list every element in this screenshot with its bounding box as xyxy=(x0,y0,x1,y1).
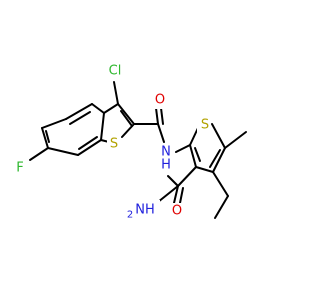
bond-layer xyxy=(29,81,247,219)
bond xyxy=(41,127,49,149)
amide-nitrogen-atom: N H xyxy=(158,144,174,173)
bond xyxy=(157,123,165,143)
bond xyxy=(214,195,229,219)
bond xyxy=(41,118,67,129)
bond xyxy=(224,131,247,149)
chlorine-atom: Cl xyxy=(104,62,126,79)
bond xyxy=(45,130,50,143)
fluorine-atom: F xyxy=(13,160,27,177)
bond xyxy=(212,147,226,173)
bond xyxy=(177,166,197,187)
bond xyxy=(100,112,105,141)
svg-text:NH: NH xyxy=(135,203,155,218)
svg-text:F: F xyxy=(16,161,23,176)
bond xyxy=(113,81,119,105)
bond xyxy=(211,123,226,149)
bond xyxy=(69,111,91,125)
bond xyxy=(189,144,197,168)
bond xyxy=(160,107,164,125)
bond xyxy=(47,147,79,156)
bond xyxy=(157,185,179,203)
bond xyxy=(175,144,191,153)
svg-text:H: H xyxy=(161,158,171,173)
oxygen-atom-carboxamide: O xyxy=(170,203,184,220)
bond xyxy=(120,110,133,127)
svg-text:S: S xyxy=(201,118,209,133)
bond xyxy=(173,185,179,204)
sulfur-atom-thiophene: S xyxy=(197,117,211,134)
amino-group: NH 2 xyxy=(127,200,160,222)
svg-text:S: S xyxy=(110,137,118,152)
bond xyxy=(91,103,105,114)
bond xyxy=(121,123,135,138)
bond xyxy=(212,171,229,197)
svg-text:N: N xyxy=(161,145,171,160)
svg-text:Cl: Cl xyxy=(109,64,122,79)
bond xyxy=(29,147,49,161)
molecule-structure: Cl O N H S S F O NH 2 xyxy=(13,62,247,222)
svg-text:2: 2 xyxy=(127,210,133,221)
sulfur-atom-benzothiophene: S xyxy=(107,135,121,152)
svg-text:O: O xyxy=(172,204,182,219)
bond xyxy=(65,103,93,120)
bond xyxy=(117,103,135,125)
bond xyxy=(167,175,179,187)
bond xyxy=(78,136,98,150)
atom-labels: Cl O N H S S F O NH 2 xyxy=(13,62,211,222)
bond xyxy=(194,147,201,162)
molecule-canvas: Cl O N H S S F O NH 2 xyxy=(13,62,247,222)
svg-text:O: O xyxy=(155,93,165,108)
bond xyxy=(179,187,184,204)
bond xyxy=(155,107,159,125)
bond xyxy=(103,103,119,114)
bond xyxy=(77,139,102,156)
oxygen-atom-carbonyl: O xyxy=(153,92,167,109)
bond xyxy=(195,166,214,173)
bond xyxy=(209,149,221,168)
bond xyxy=(189,127,199,146)
